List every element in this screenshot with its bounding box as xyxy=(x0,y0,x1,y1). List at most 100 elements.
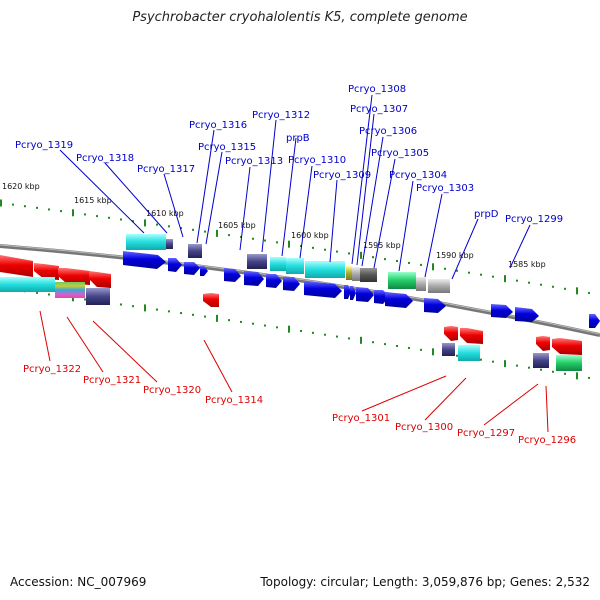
tick-minor xyxy=(204,230,206,233)
gene-label-pcryo-1317[interactable]: Pcryo_1317 xyxy=(137,164,195,175)
tick-minor xyxy=(420,263,422,266)
tick-major xyxy=(0,199,2,207)
tick-minor xyxy=(252,322,254,325)
gene-label-pcryo-1316[interactable]: Pcryo_1316 xyxy=(189,120,247,131)
tick-minor xyxy=(372,256,374,259)
tick-major xyxy=(288,240,290,248)
map-title: Psychrobacter cryohalolentis K5, complet… xyxy=(132,10,468,25)
gene-label-pcryo-1308[interactable]: Pcryo_1308 xyxy=(348,84,406,95)
gene-label-pcryo-1303[interactable]: Pcryo_1303 xyxy=(416,183,474,194)
tick-minor xyxy=(132,305,134,308)
gene-label-pcryo-1296[interactable]: Pcryo_1296 xyxy=(518,435,576,446)
tick-minor xyxy=(180,227,182,230)
tick-major xyxy=(576,372,578,380)
gene-label-prpd[interactable]: prpD xyxy=(474,209,499,220)
tick-minor xyxy=(156,308,158,311)
feature-track-upper xyxy=(126,234,450,293)
tick-minor xyxy=(492,275,494,278)
tick-minor xyxy=(60,210,62,213)
tick-major xyxy=(576,287,578,295)
tick-minor xyxy=(552,370,554,373)
tick-minor xyxy=(516,279,518,282)
tick-minor xyxy=(276,241,278,244)
tick-minor xyxy=(36,206,38,209)
gene-label-pcryo-1301[interactable]: Pcryo_1301 xyxy=(332,413,390,424)
tick-minor xyxy=(120,218,122,221)
accession-text: Accession: NC_007969 xyxy=(10,575,147,589)
tick-minor xyxy=(480,273,482,276)
tick-minor xyxy=(324,248,326,251)
gene-label-pcryo-1306[interactable]: Pcryo_1306 xyxy=(359,126,417,137)
gene-label-pcryo-1312[interactable]: Pcryo_1312 xyxy=(252,110,310,121)
scale-label-1590: 1590 kbp xyxy=(436,251,474,260)
tick-major xyxy=(72,209,74,217)
tick-minor xyxy=(240,235,242,238)
gene-label-pcryo-1320[interactable]: Pcryo_1320 xyxy=(143,385,201,396)
tick-minor xyxy=(156,223,158,226)
gene-label-pcryo-1321[interactable]: Pcryo_1321 xyxy=(83,375,141,386)
tick-minor xyxy=(444,267,446,270)
gene-label-pcryo-1310[interactable]: Pcryo_1310 xyxy=(288,155,346,166)
tick-major xyxy=(144,304,146,312)
tick-minor xyxy=(132,220,134,223)
gene-label-pcryo-1322[interactable]: Pcryo_1322 xyxy=(23,364,81,375)
tick-minor xyxy=(264,324,266,327)
tick-minor xyxy=(204,315,206,318)
scale-label-1620: 1620 kbp xyxy=(2,182,40,191)
tick-minor xyxy=(456,354,458,357)
gene-label-prpb[interactable]: prpB xyxy=(286,133,310,144)
gene-label-pcryo-1313[interactable]: Pcryo_1313 xyxy=(225,156,283,167)
tick-major xyxy=(504,360,506,368)
tick-major xyxy=(360,251,362,259)
tick-minor xyxy=(540,368,542,371)
tick-minor xyxy=(348,252,350,255)
tick-minor xyxy=(408,261,410,264)
tick-minor xyxy=(348,337,350,340)
tick-minor xyxy=(240,320,242,323)
tick-minor xyxy=(540,283,542,286)
gene-label-pcryo-1299[interactable]: Pcryo_1299 xyxy=(505,214,563,225)
tick-major xyxy=(144,219,146,227)
tick-minor xyxy=(300,330,302,332)
tick-minor xyxy=(300,245,302,247)
tick-minor xyxy=(180,312,182,315)
reverse-gene-arrows xyxy=(0,255,582,355)
tick-minor xyxy=(552,285,554,288)
gene-label-pcryo-1314[interactable]: Pcryo_1314 xyxy=(205,395,263,406)
tick-minor xyxy=(588,376,590,379)
genome-summary-text: Topology: circular; Length: 3,059,876 bp… xyxy=(260,575,590,589)
tick-minor xyxy=(312,246,314,249)
tick-minor xyxy=(336,250,338,253)
reverse-callout-lines xyxy=(39,310,549,433)
tick-minor xyxy=(192,228,194,231)
scale-label-1615: 1615 kbp xyxy=(74,196,112,205)
gene-label-pcryo-1307[interactable]: Pcryo_1307 xyxy=(350,104,408,115)
gene-label-pcryo-1319[interactable]: Pcryo_1319 xyxy=(15,140,73,151)
tick-minor xyxy=(564,372,566,375)
scale-label-1585: 1585 kbp xyxy=(508,260,546,269)
tick-minor xyxy=(516,364,518,367)
tick-major xyxy=(216,229,218,237)
tick-minor xyxy=(312,331,314,334)
tick-minor xyxy=(480,358,482,361)
tick-minor xyxy=(228,319,230,322)
gene-label-pcryo-1305[interactable]: Pcryo_1305 xyxy=(371,148,429,159)
tick-major xyxy=(288,325,290,333)
tick-major xyxy=(432,348,434,356)
scale-label-1610: 1610 kbp xyxy=(146,209,184,218)
tick-minor xyxy=(48,293,50,296)
tick-minor xyxy=(36,291,38,294)
gene-label-pcryo-1318[interactable]: Pcryo_1318 xyxy=(76,153,134,164)
tick-minor xyxy=(456,269,458,272)
tick-minor xyxy=(468,271,470,274)
tick-minor xyxy=(48,208,50,211)
gene-label-pcryo-1315[interactable]: Pcryo_1315 xyxy=(198,142,256,153)
tick-minor xyxy=(420,348,422,351)
gene-label-pcryo-1297[interactable]: Pcryo_1297 xyxy=(457,428,515,439)
gene-label-pcryo-1304[interactable]: Pcryo_1304 xyxy=(389,170,447,181)
tick-minor xyxy=(168,225,170,228)
gene-label-pcryo-1309[interactable]: Pcryo_1309 xyxy=(313,170,371,181)
gene-label-pcryo-1300[interactable]: Pcryo_1300 xyxy=(395,422,453,433)
tick-minor xyxy=(372,341,374,344)
